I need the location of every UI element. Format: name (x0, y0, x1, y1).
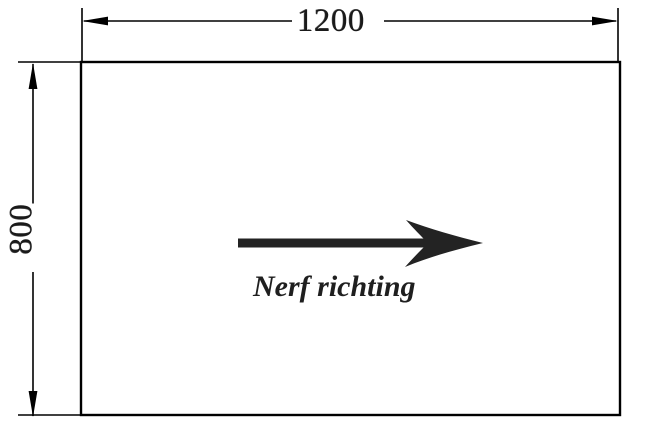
grain-direction-label: Nerf richting (253, 270, 416, 303)
width-dimension-label: 1200 (292, 0, 370, 42)
height-arrowhead-top-icon (28, 63, 38, 89)
height-dimension-label: 800 (0, 203, 48, 255)
height-arrowhead-bottom-icon (28, 391, 38, 417)
panel-outline (79, 60, 622, 417)
width-arrowhead-left-icon (82, 16, 108, 26)
grain-arrow-head-icon (405, 220, 483, 267)
width-arrowhead-right-icon (592, 16, 618, 26)
grain-arrow-shaft (238, 238, 428, 248)
